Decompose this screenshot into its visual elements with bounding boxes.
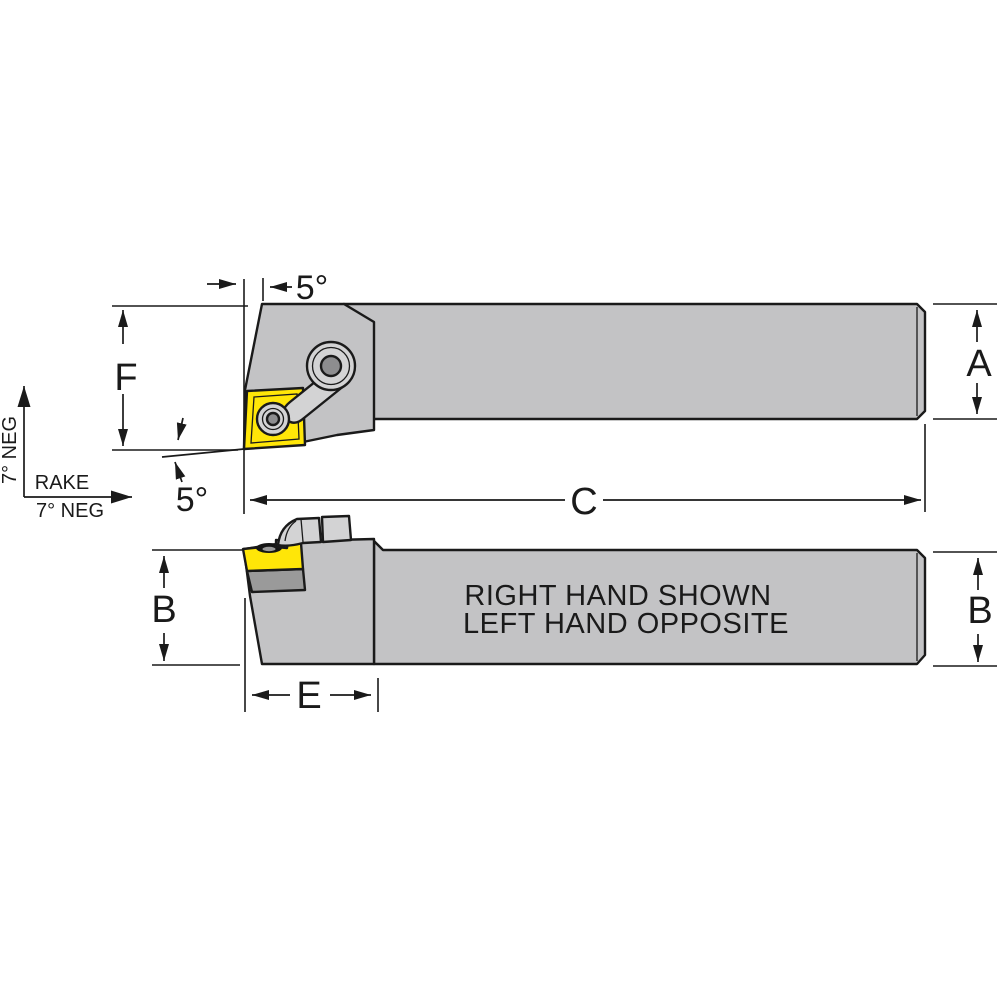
rake-vertical-label: 7° NEG bbox=[0, 416, 21, 484]
dim-b-left: B bbox=[151, 549, 242, 666]
dim-e: E bbox=[244, 598, 379, 717]
hand-note: RIGHT HAND SHOWN LEFT HAND OPPOSITE bbox=[463, 580, 789, 640]
top-view-shank bbox=[342, 302, 927, 421]
bottom-view-clamp-block bbox=[320, 514, 353, 544]
bottom-view-clamp-lever-curve bbox=[284, 520, 297, 542]
dim-c: C bbox=[250, 424, 926, 523]
bottom-view-insert-side-face bbox=[245, 567, 307, 594]
bottom-view-clamp-lever bbox=[276, 516, 323, 547]
rake-label: RAKE bbox=[35, 472, 89, 494]
dim-f-label: F bbox=[114, 357, 137, 399]
dim-b-right-label: B bbox=[967, 590, 992, 632]
bottom-view-shank bbox=[372, 539, 927, 666]
dim-f: F bbox=[112, 305, 248, 451]
hand-note-line2: LEFT HAND OPPOSITE bbox=[463, 608, 789, 640]
dim-c-label: C bbox=[570, 481, 597, 523]
dim-b-left-label: B bbox=[151, 589, 176, 631]
top-view: 5° F A C 5° bbox=[112, 269, 997, 523]
rake-horizontal-label: 7° NEG bbox=[36, 500, 104, 522]
hand-note-line1: RIGHT HAND SHOWN bbox=[464, 580, 771, 612]
top-view-clamp-screw bbox=[305, 340, 357, 392]
lead-angle-dimension: 5° bbox=[207, 269, 328, 514]
dim-a-label: A bbox=[966, 343, 992, 385]
dim-e-label: E bbox=[296, 675, 321, 717]
dim-a: A bbox=[933, 303, 997, 420]
bottom-view: RIGHT HAND SHOWN LEFT HAND OPPOSITE B B … bbox=[151, 514, 997, 717]
top-view-insert-screw bbox=[255, 401, 291, 437]
rake-legend: 7° NEG RAKE 7° NEG bbox=[0, 386, 132, 522]
top-view-insert-inner-edge bbox=[250, 393, 300, 444]
dim-b-right: B bbox=[933, 551, 997, 667]
lead-angle-label: 5° bbox=[296, 269, 329, 307]
bottom-view-clamp-lever-edge bbox=[300, 518, 304, 543]
side-rake-annotation: 5° bbox=[161, 417, 245, 519]
side-rake-angle-label: 5° bbox=[176, 481, 209, 519]
